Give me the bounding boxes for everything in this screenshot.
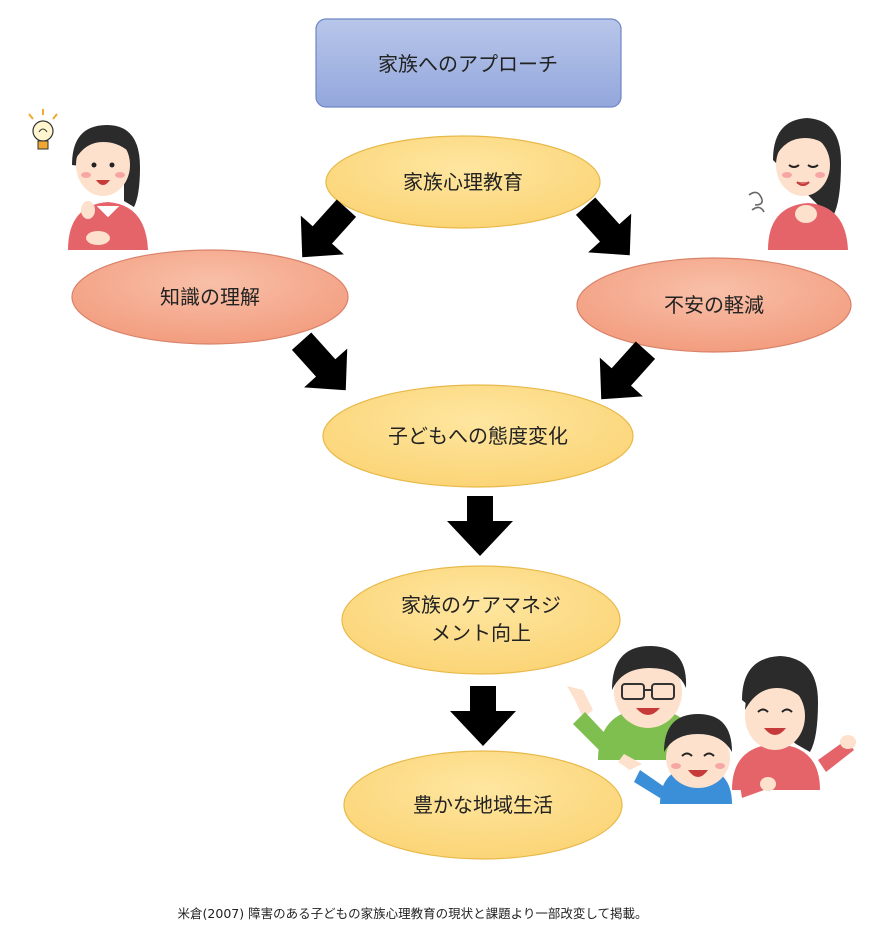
node-knowledge-understanding-label: 知識の理解: [160, 285, 260, 309]
flow-diagram: 家族へのアプローチ 家族心理教育 知識の理解 不安の軽減 子どもへの態度変化 家…: [28, 18, 856, 860]
father-figure: [567, 646, 698, 760]
node-community-life: 豊かな地域生活: [343, 750, 623, 860]
child-figure: [618, 714, 776, 804]
node-family-psychoeducation: 家族心理教育: [325, 135, 601, 229]
node-care-management-label-line2: メント向上: [431, 621, 531, 645]
node-anxiety-reduction: 不安の軽減: [576, 257, 852, 353]
node-family-psychoeducation-label: 家族心理教育: [403, 170, 523, 194]
mother-idea-illustration: [28, 109, 148, 250]
arrow-knowledge-to-attitude: [291, 332, 348, 391]
node-family-approach-label: 家族へのアプローチ: [378, 52, 558, 76]
mother-relief-illustration: [748, 118, 848, 250]
arrow-care-management-to-community-life: [450, 686, 516, 746]
node-attitude-change-label: 子どもへの態度変化: [388, 424, 568, 448]
arrow-psychoeducation-to-anxiety: [575, 197, 632, 256]
happy-family-illustration: [567, 646, 856, 804]
node-care-management-label-line1: 家族のケアマネジ: [401, 593, 561, 617]
arrow-anxiety-to-attitude: [599, 341, 656, 400]
node-care-management: 家族のケアマネジ メント向上: [341, 565, 621, 675]
mother-figure: [732, 656, 856, 790]
arrow-psychoeducation-to-knowledge: [300, 199, 357, 258]
source-caption: 米倉(2007) 障害のある子どもの家族心理教育の現状と課題より一部改変して掲載…: [177, 906, 648, 921]
node-family-approach: 家族へのアプローチ: [315, 18, 622, 108]
node-attitude-change: 子どもへの態度変化: [322, 384, 634, 488]
node-anxiety-reduction-label: 不安の軽減: [664, 293, 764, 317]
node-knowledge-understanding: 知識の理解: [71, 249, 349, 345]
node-community-life-label: 豊かな地域生活: [413, 793, 553, 817]
arrow-attitude-to-care-management: [447, 496, 513, 556]
lightbulb-icon: [28, 109, 58, 150]
sigh-icon: [748, 191, 765, 213]
